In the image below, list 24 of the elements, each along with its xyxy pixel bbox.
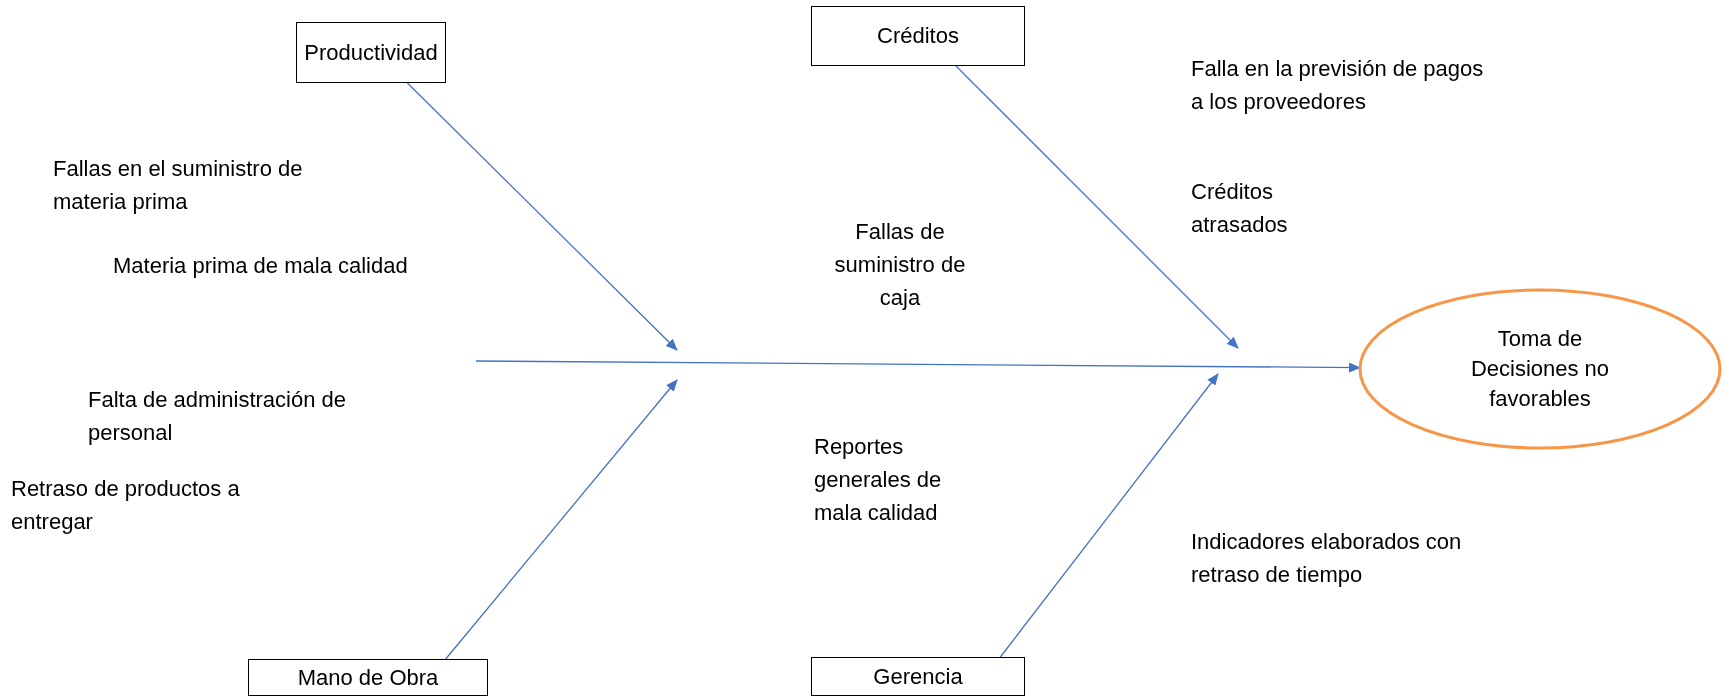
cause-label: Materia prima de mala calidad (113, 252, 409, 280)
cause-label: Retraso de productos a entregar (11, 475, 241, 536)
cause-label: Indicadores elaborados con retraso de tiempo (1191, 528, 1463, 589)
category-box (248, 659, 488, 696)
branch-arrow (955, 65, 1239, 349)
cause-label: Reportes generales de mala calidad (814, 433, 943, 527)
cause-label: Falla en la previsión de pagos a los proveedores (1191, 55, 1485, 116)
node-text: Productividad (304, 38, 438, 67)
branch-arrow (999, 373, 1219, 658)
node-text: Mano de Obra (297, 663, 439, 692)
effect-ellipse (1358, 288, 1722, 450)
cause-label: Fallas de suministro de caja (833, 218, 967, 312)
category-box (296, 22, 446, 83)
branch-arrow (445, 379, 678, 660)
category-box (811, 657, 1025, 696)
node-text: Gerencia (873, 662, 963, 691)
spine-arrow (475, 360, 1362, 373)
category-box (811, 6, 1025, 66)
node-text: Toma de Decisiones no favorables (1469, 325, 1611, 413)
cause-label: Créditos atrasados (1191, 178, 1289, 239)
branch-arrow (406, 82, 678, 351)
cause-label: Fallas en el suministro de materia prima (53, 155, 304, 216)
node-text: Créditos (877, 22, 959, 51)
cause-label: Falta de administración de personal (88, 386, 348, 447)
